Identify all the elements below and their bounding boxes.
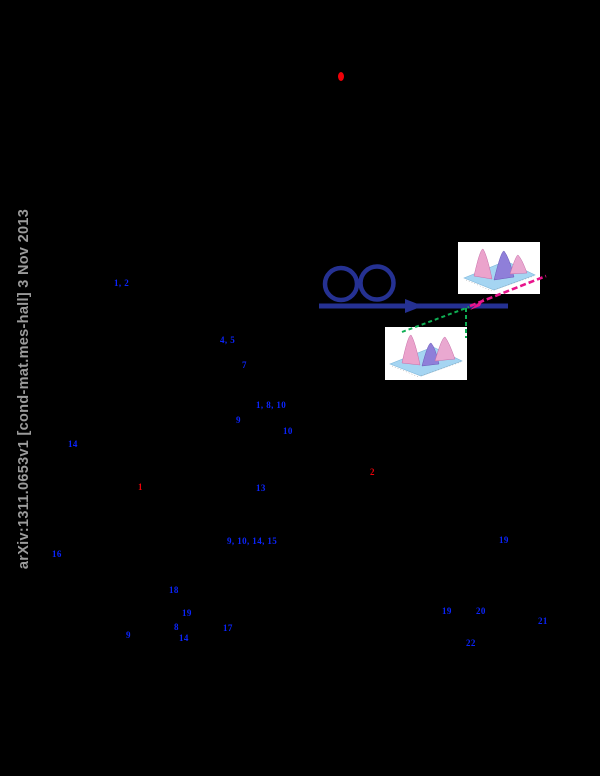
peak-pink-left [401,334,421,366]
citation-link[interactable]: 7 [242,360,247,370]
citation-link[interactable]: 18 [169,585,179,595]
citation-link[interactable]: 17 [223,623,233,633]
ring-resonator-left [322,265,360,303]
surface-plot-input [385,327,467,380]
citation-link[interactable]: 16 [52,549,62,559]
citation-link[interactable]: 19 [499,535,509,545]
citation-link[interactable]: 14 [179,633,189,643]
peak-pink-right [434,336,456,362]
citation-link[interactable]: 21 [538,616,548,626]
citation-link[interactable]: 8 [174,622,179,632]
citation-link[interactable]: 14 [68,439,78,449]
peak-pink-left [473,248,493,280]
citation-link[interactable]: 9 [236,415,241,425]
citation-link[interactable]: 9 [126,630,131,640]
magenta-arrowhead-icon [470,298,484,310]
equation-link[interactable]: 1 [138,482,143,492]
figure-ring-resonator-schematic [310,235,562,390]
propagation-arrow-icon [405,299,423,313]
citation-link[interactable]: 19 [182,608,192,618]
ring-resonator-right [358,264,396,302]
peak-pink-right [509,254,528,275]
citation-link[interactable]: 13 [256,483,266,493]
citation-link[interactable]: 1, 2 [114,278,130,288]
citation-link[interactable]: 22 [466,638,476,648]
citation-link[interactable]: 19 [442,606,452,616]
axis-ticks [391,361,462,378]
citation-link[interactable]: 20 [476,606,486,616]
citation-link[interactable]: 10 [283,426,293,436]
citation-link[interactable]: 9, 10, 14, 15 [227,536,278,546]
footnote-asterisk-icon [338,72,344,81]
arxiv-stamp: arXiv:1311.0653v1 [cond-mat.mes-hall] 3 … [16,208,32,570]
equation-link[interactable]: 2 [370,467,375,477]
citation-link[interactable]: 1, 8, 10 [256,400,287,410]
citation-link[interactable]: 4, 5 [220,335,236,345]
surface-plot-output [458,242,540,294]
